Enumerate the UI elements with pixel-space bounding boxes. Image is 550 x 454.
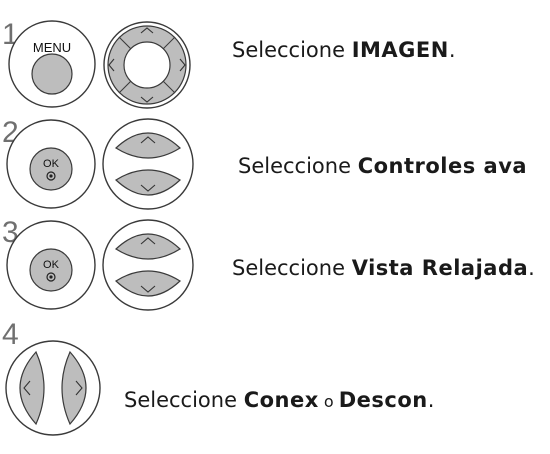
menu-target: Controles ava [357, 154, 528, 178]
ok-button-icon: OK [6, 119, 96, 209]
left-right-navigation-icon [5, 340, 101, 436]
step-2: 2 OK Seleccione Controles ava [0, 115, 550, 215]
menu-target: IMAGEN [351, 38, 449, 62]
ok-button-icon: OK [6, 220, 96, 310]
step-3-instruction: Seleccione Vista Relajada. [232, 256, 535, 280]
option-on: Conex [243, 388, 319, 412]
option-off: Descon [338, 388, 428, 412]
ok-key-label: OK [43, 259, 60, 271]
step-4-instruction: Seleccione Conex o Descon. [124, 388, 435, 412]
up-down-navigation-icon [102, 118, 194, 210]
step-3: 3 OK Seleccione Vista Relajada. [0, 218, 550, 316]
step-1: 1 MENU Seleccione IMAGEN. [0, 0, 550, 115]
ok-key-label: OK [43, 158, 60, 170]
menu-key-label: MENU [33, 40, 71, 55]
up-down-navigation-icon [102, 219, 194, 311]
menu-button-icon: MENU [8, 20, 96, 108]
four-way-navigation-icon [103, 21, 191, 109]
step-number: 4 [2, 318, 19, 351]
step-2-instruction: Seleccione Controles ava [238, 154, 528, 178]
step-4: 4 Seleccione Conex o Descon. [0, 320, 550, 450]
step-1-instruction: Seleccione IMAGEN. [232, 38, 456, 62]
menu-target: Vista Relajada [351, 256, 529, 280]
